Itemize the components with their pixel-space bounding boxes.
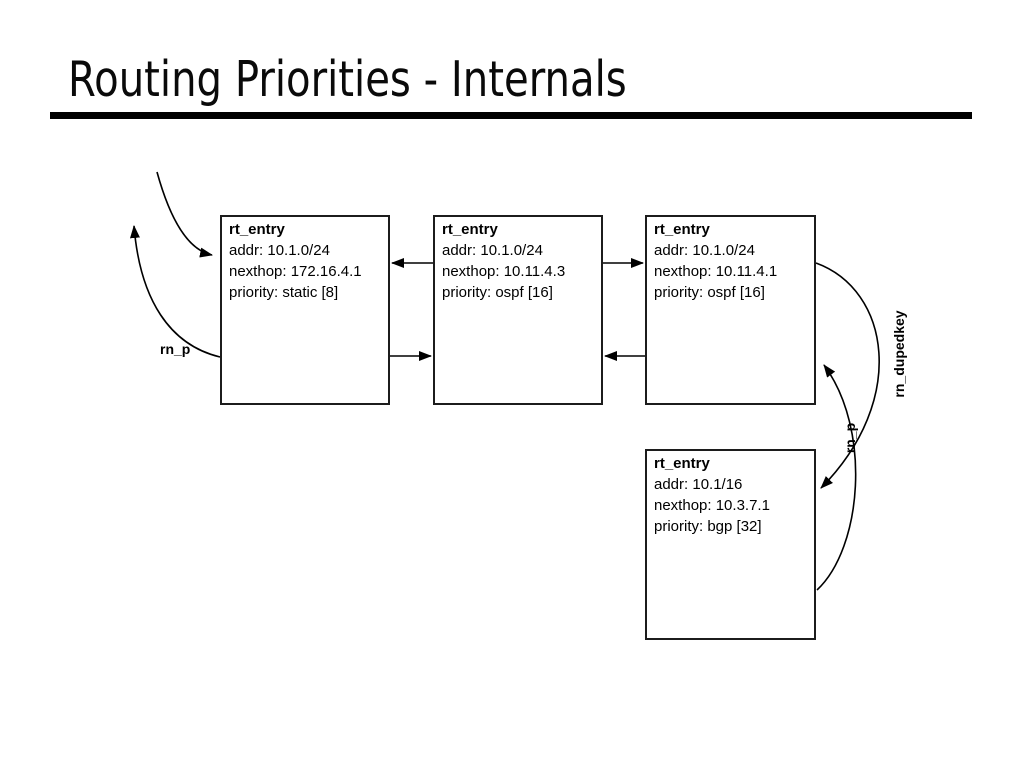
rt-entry-node-ospf-a: rt_entry addr: 10.1.0/24 nexthop: 10.11.… <box>433 215 603 405</box>
rt-entry-node-static: rt_entry addr: 10.1.0/24 nexthop: 172.16… <box>220 215 390 405</box>
right-rn-p-curve <box>816 364 857 591</box>
node-field-priority: priority: bgp [32] <box>654 518 762 535</box>
node-title: rt_entry <box>229 221 285 238</box>
node-field-nexthop: nexthop: 10.11.4.3 <box>442 263 566 280</box>
node-field-nexthop: nexthop: 10.3.7.1 <box>654 497 770 514</box>
node-title: rt_entry <box>442 221 498 238</box>
node-field-addr: addr: 10.1.0/24 <box>654 242 755 259</box>
node-title: rt_entry <box>654 221 710 238</box>
node-field-priority: priority: ospf [16] <box>654 284 765 301</box>
rt-entry-node-bgp: rt_entry addr: 10.1/16 nexthop: 10.3.7.1… <box>645 449 816 640</box>
rt-entry-node-ospf-b: rt_entry addr: 10.1.0/24 nexthop: 10.11.… <box>645 215 816 405</box>
left-rn-p-curve <box>129 225 221 358</box>
node-field-addr: addr: 10.1.0/24 <box>442 242 543 259</box>
title-underline <box>50 112 972 119</box>
rn-p-label-left: rn_p <box>160 341 191 357</box>
rn-dupedkey-curve <box>815 262 880 489</box>
rn-p-label-right: rn_p <box>842 422 858 454</box>
rn-dupedkey-label: rn_dupedkey <box>891 310 907 398</box>
node-title: rt_entry <box>654 455 710 472</box>
node-field-addr: addr: 10.1/16 <box>654 476 743 493</box>
node-field-nexthop: nexthop: 172.16.4.1 <box>229 263 362 280</box>
node-field-priority: priority: ospf [16] <box>442 284 553 301</box>
node-field-nexthop: nexthop: 10.11.4.1 <box>654 263 778 280</box>
node-field-priority: priority: static [8] <box>229 284 339 301</box>
node-field-addr: addr: 10.1.0/24 <box>229 242 330 259</box>
slide-title: Routing Priorities - Internals <box>68 51 627 108</box>
incoming-pointer-curve <box>156 171 213 258</box>
